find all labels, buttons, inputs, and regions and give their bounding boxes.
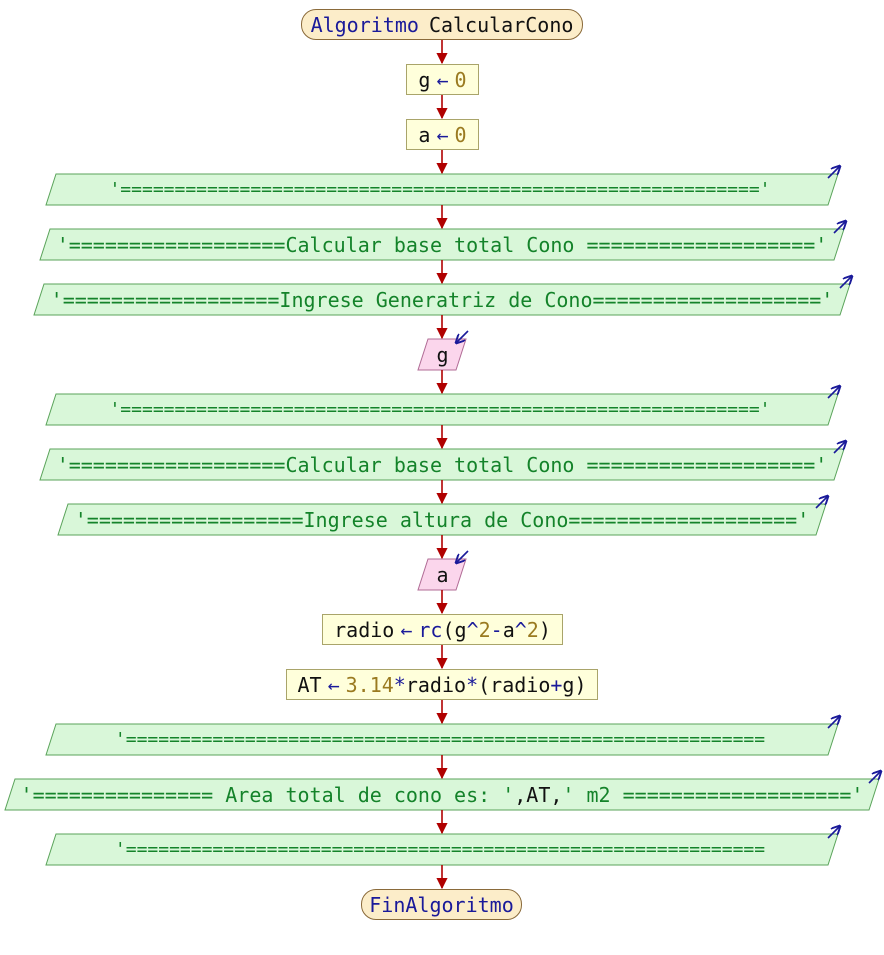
start-terminal: Algoritmo CalcularCono: [301, 9, 583, 40]
expr-g: g: [562, 672, 575, 697]
write-separator-4: '=======================================…: [114, 838, 766, 860]
pi-approx: 3.14: [345, 672, 394, 697]
output-indicator-icon: [827, 166, 840, 179]
write-separator-1-shape: [45, 173, 839, 206]
output-indicator-icon: [815, 496, 828, 509]
assign-arrow: ←: [436, 122, 449, 147]
assign-arrow: ←: [327, 672, 340, 697]
end-keyword: FinAlgoritmo: [369, 892, 514, 917]
multiply-op: *: [466, 672, 479, 697]
write-separator-3: '=======================================…: [114, 728, 766, 750]
write-prompt-generatriz-shape: [33, 283, 851, 316]
assign-radio-box: radio ← rc (g ^ 2 - a ^ 2 ): [322, 614, 563, 645]
read-g-label: g: [436, 342, 449, 367]
algorithm-keyword: Algoritmo: [310, 12, 419, 37]
exponent-2: 2: [526, 617, 539, 642]
caret-op: ^: [514, 617, 527, 642]
assign-arrow: ←: [436, 67, 449, 92]
result-var-at: AT: [526, 782, 551, 807]
plus-op: +: [550, 672, 563, 697]
read-g-shape: [417, 338, 467, 371]
result-prefix: '=============== Area total de cono es: …: [20, 782, 515, 807]
write-title-1-shape: [39, 228, 845, 261]
write-title-1: '==================Calcular base total C…: [56, 232, 828, 257]
assign-a-box: a ← 0: [406, 119, 479, 150]
input-indicator-icon: [456, 330, 469, 343]
assign-a-value: 0: [454, 122, 467, 147]
output-indicator-icon: [868, 771, 881, 784]
multiply-op: *: [393, 672, 406, 697]
exponent-2: 2: [478, 617, 491, 642]
write-separator-1: '=======================================…: [109, 178, 771, 200]
write-prompt-altura: '==================Ingrese altura de Con…: [74, 507, 810, 532]
write-separator-3-shape: [45, 723, 839, 756]
assign-a-var: a: [418, 122, 431, 147]
write-title-2-shape: [39, 448, 845, 481]
write-result: '=============== Area total de cono es: …: [10, 779, 874, 810]
output-indicator-icon: [827, 386, 840, 399]
assign-g-var: g: [418, 67, 431, 92]
output-indicator-icon: [833, 441, 846, 454]
at-var: AT: [297, 672, 322, 697]
end-terminal: FinAlgoritmo: [361, 889, 522, 920]
expr-g: (g: [442, 617, 467, 642]
algorithm-name: CalcularCono: [428, 12, 574, 37]
result-suffix: ' m2 ===================': [562, 782, 864, 807]
assign-arrow: ←: [400, 617, 413, 642]
expr-radio: radio: [405, 672, 467, 697]
write-separator-2-shape: [45, 393, 839, 426]
assign-at-box: AT ← 3.14 * radio * ( radio + g ): [286, 669, 598, 700]
output-indicator-icon: [827, 826, 840, 839]
assign-g-value: 0: [454, 67, 467, 92]
rc-function: rc: [418, 617, 443, 642]
output-indicator-icon: [833, 221, 846, 234]
expr-radio: radio: [490, 672, 551, 697]
open-paren: (: [478, 672, 491, 697]
write-title-2: '==================Calcular base total C…: [56, 452, 828, 477]
write-separator-2: '=======================================…: [109, 398, 771, 420]
output-indicator-icon: [827, 716, 840, 729]
write-prompt-generatriz: '==================Ingrese Generatriz de…: [50, 287, 834, 312]
radio-var: radio: [334, 617, 395, 642]
write-result-shape: [4, 778, 880, 811]
close-paren: ): [574, 672, 587, 697]
output-indicator-icon: [839, 276, 852, 289]
assign-g-box: g ← 0: [406, 64, 479, 95]
write-prompt-altura-shape: [57, 503, 827, 536]
close-paren: ): [538, 617, 551, 642]
write-separator-4-shape: [45, 833, 839, 866]
minus-op: -: [490, 617, 503, 642]
caret-op: ^: [466, 617, 479, 642]
comma: ,: [550, 782, 563, 807]
read-a-shape: [417, 558, 467, 591]
expr-a: a: [502, 617, 515, 642]
comma: ,: [514, 782, 527, 807]
input-indicator-icon: [456, 550, 469, 563]
read-a-label: a: [436, 562, 449, 587]
